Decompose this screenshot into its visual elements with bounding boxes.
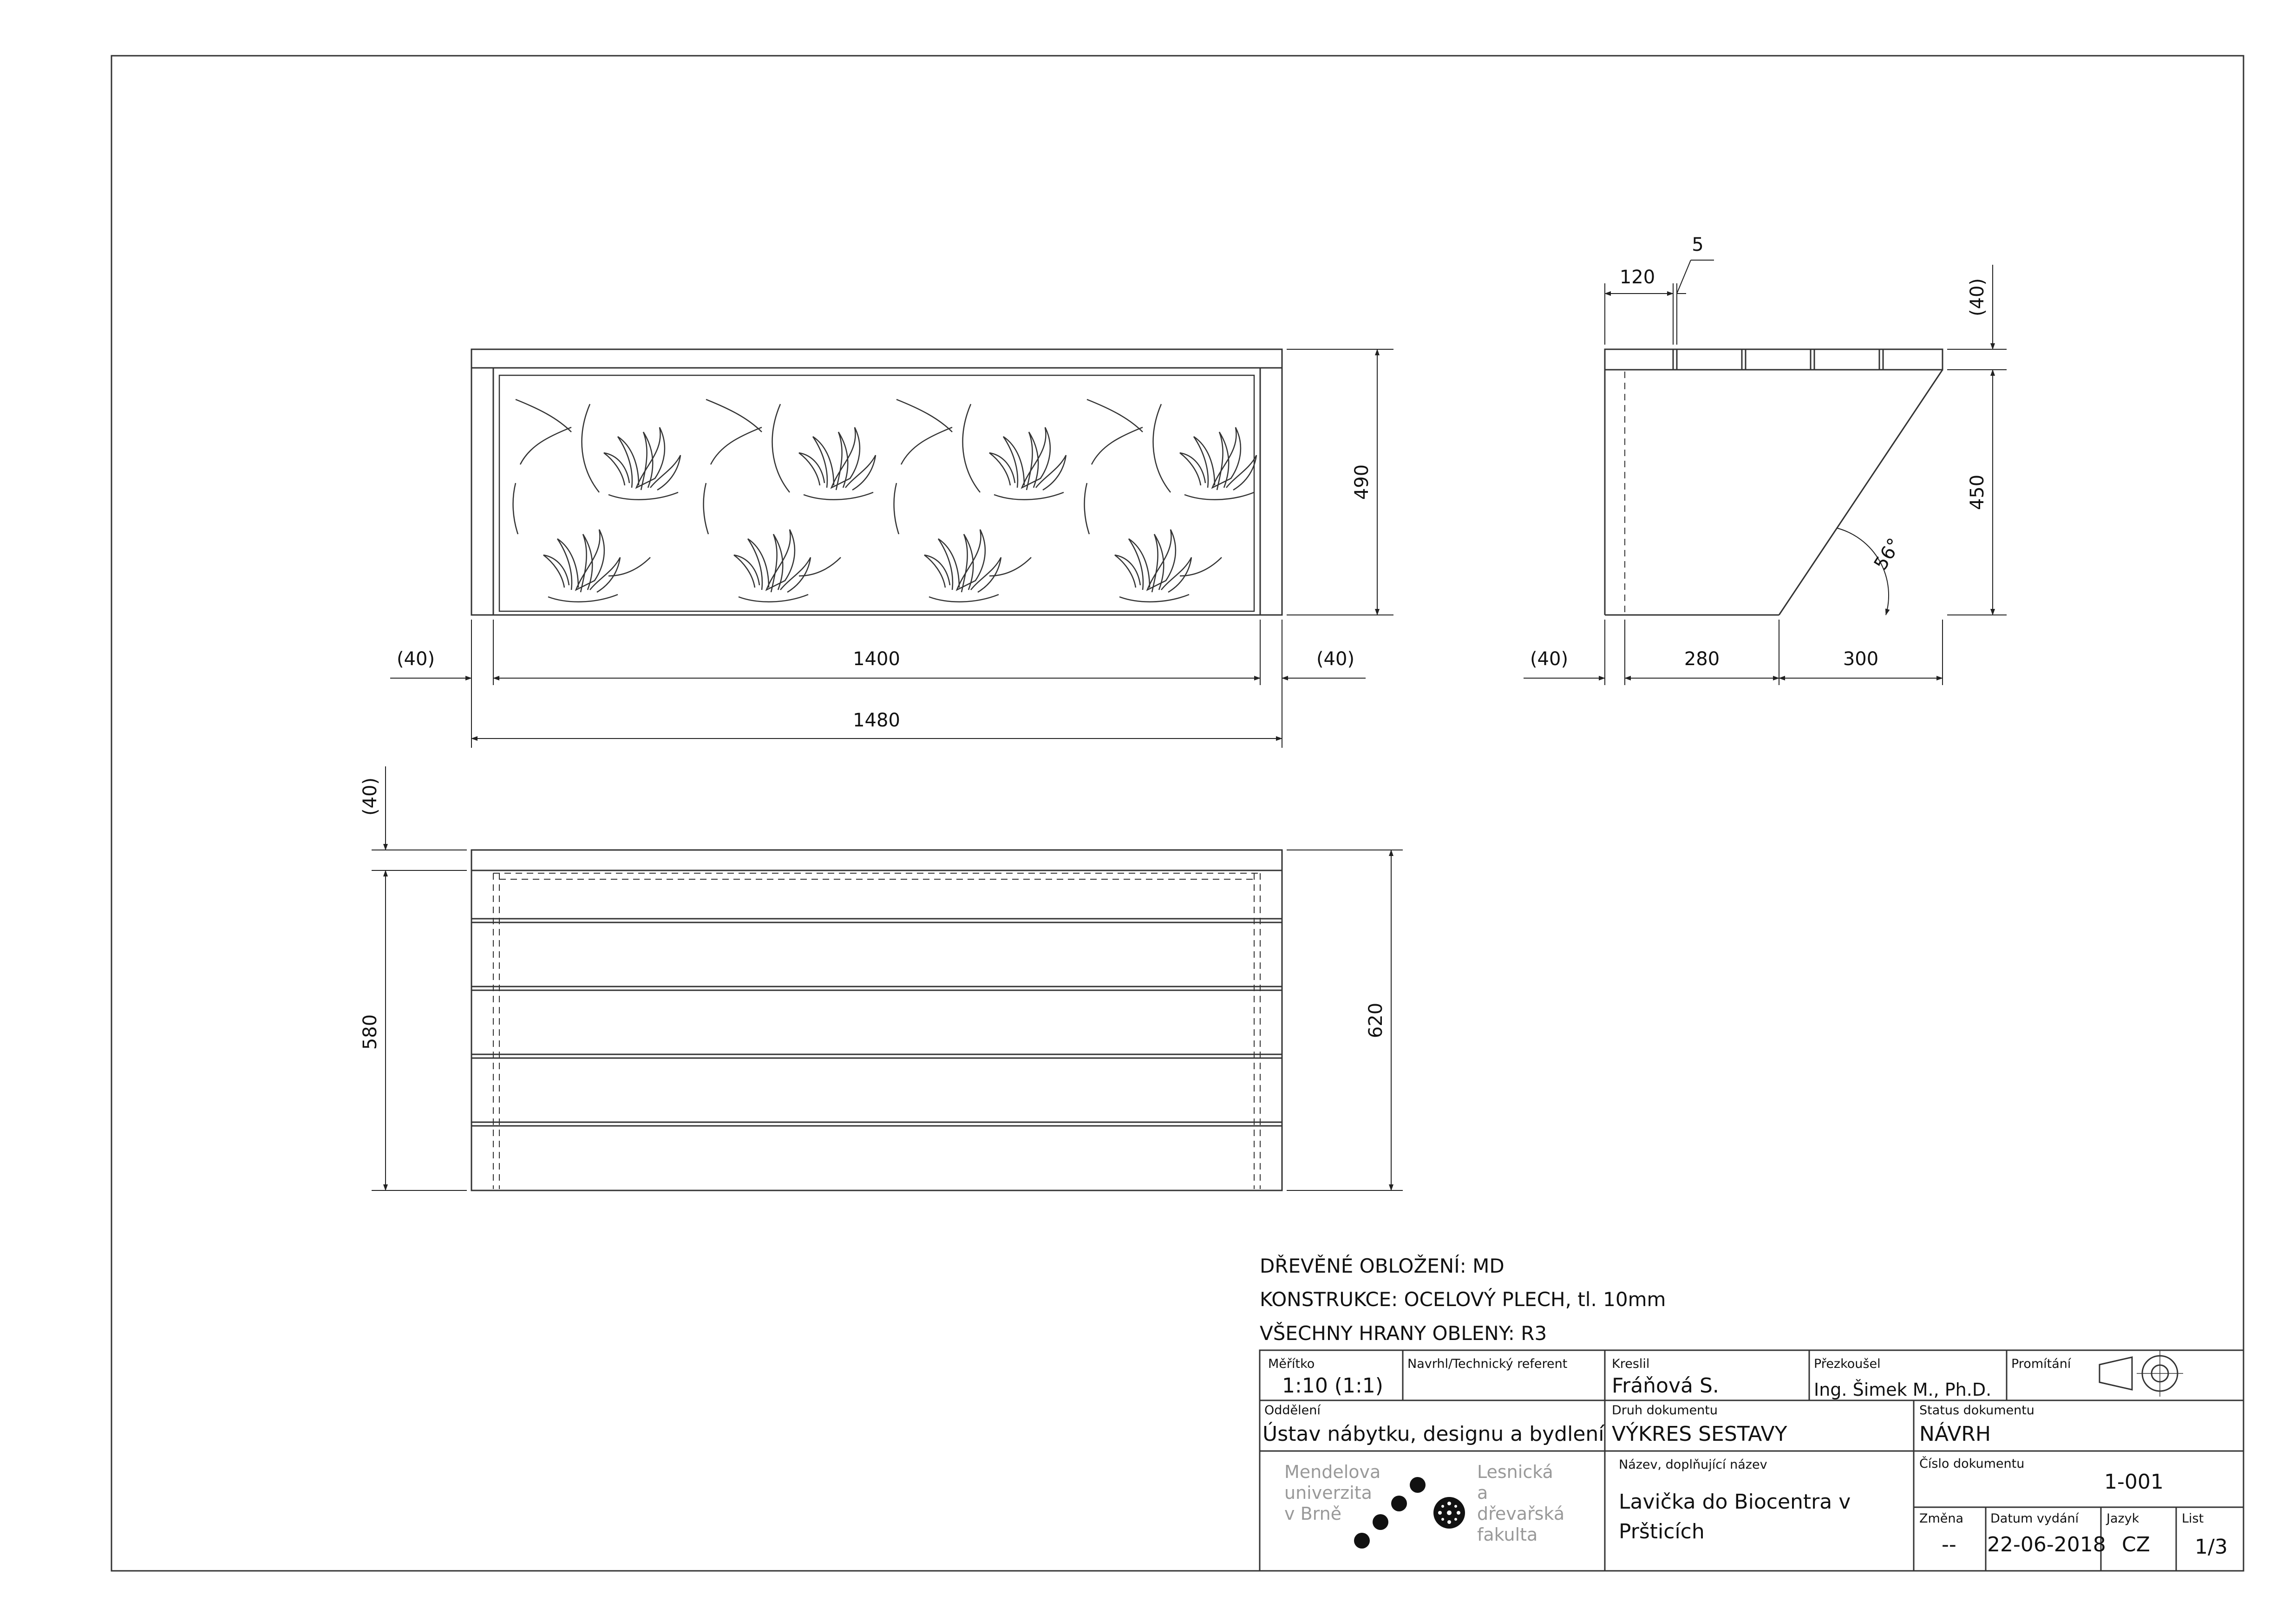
front-dim-total-width: 1480: [853, 710, 900, 731]
tb-checked-label: Přezkoušel: [1814, 1357, 1881, 1371]
front-dim-left-offset: (40): [397, 648, 435, 670]
front-dim-height: 490: [1351, 464, 1373, 500]
side-dim-slat: 120: [1620, 267, 1655, 288]
front-dim-right-offset: (40): [1316, 648, 1354, 670]
side-dimensions: [1524, 260, 2007, 685]
leaf-pattern: [512, 399, 1257, 603]
tb-sheet-label: List: [2182, 1511, 2204, 1526]
university-logo: Mendelova univerzita v Brně Lesnická a d…: [1284, 1462, 1564, 1549]
front-panel: [498, 374, 1255, 612]
tb-lang-label: Jazyk: [2106, 1511, 2139, 1526]
tb-scale-label: Měřítko: [1268, 1357, 1315, 1371]
front-dim-inner-width: 1400: [853, 648, 900, 670]
tb-drawn-label: Kreslil: [1612, 1357, 1649, 1371]
note-wood-cladding: DŘEVĚNÉ OBLOŽENÍ: MD: [1260, 1254, 1505, 1277]
title-block: [1259, 1349, 2244, 1572]
front-dimensions: [390, 349, 1393, 748]
side-view: [1604, 348, 1943, 616]
side-dim-top-thickness: (40): [1967, 278, 1988, 316]
side-dim-angle: 56°: [1870, 535, 1906, 574]
logo-right-line2: a: [1477, 1483, 1488, 1503]
logo-right-line3: dřevařská: [1477, 1503, 1564, 1524]
tb-projection-label: Promítání: [2011, 1357, 2072, 1371]
logo-left-line1: Mendelova: [1284, 1462, 1380, 1482]
side-dim-height: 450: [1967, 475, 1988, 510]
bottom-dim-inner-height: 580: [360, 1014, 381, 1050]
tb-change-value: --: [1942, 1533, 1956, 1556]
note-construction: KONSTRUKCE: OCELOVÝ PLECH, tl. 10mm: [1260, 1288, 1666, 1311]
bottom-view: [471, 849, 1283, 1191]
tb-doctype-value: VÝKRES SESTAVY: [1612, 1421, 1787, 1446]
side-dim-base: 280: [1684, 648, 1720, 670]
logo-right-line1: Lesnická: [1477, 1462, 1553, 1482]
front-view: [471, 348, 1283, 616]
tb-drawn-value: Fráňová S.: [1612, 1374, 1719, 1398]
tb-checked-value: Ing. Šimek M., Ph.D.: [1814, 1379, 1991, 1400]
side-dim-slope: 300: [1843, 648, 1878, 670]
logo-left-line2: univerzita: [1284, 1483, 1372, 1503]
tb-title-line1: Lavička do Biocentra v: [1619, 1490, 1851, 1514]
bottom-dim-top-thickness: (40): [360, 778, 381, 816]
tb-lang-value: CZ: [2122, 1533, 2150, 1556]
tb-department-label: Oddělení: [1264, 1403, 1321, 1418]
tb-sheet-value: 1/3: [2195, 1535, 2228, 1559]
side-dim-left-offset: (40): [1530, 648, 1568, 670]
tb-title-line2: Pršticích: [1619, 1520, 1705, 1543]
note-edges: VŠECHNY HRANY OBLENY: R3: [1260, 1321, 1547, 1345]
tb-docnum-value: 1-001: [2104, 1470, 2164, 1494]
side-dim-gap: 5: [1692, 234, 1703, 255]
bottom-dimensions: [372, 766, 1403, 1191]
tb-scale-value: 1:10 (1:1): [1282, 1374, 1383, 1398]
tb-docnum-label: Číslo dokumentu: [1919, 1456, 2024, 1471]
tb-status-label: Status dokumentu: [1919, 1403, 2034, 1418]
tb-doctype-label: Druh dokumentu: [1612, 1403, 1718, 1418]
tb-designer-label: Navrhl/Technický referent: [1407, 1357, 1567, 1371]
sheet-border: [111, 55, 2244, 1572]
projection-symbol-icon: [2099, 1350, 2183, 1397]
tb-title-label: Název, doplňující název: [1619, 1458, 1767, 1472]
tb-date-value: 22-06-2018: [1987, 1533, 2106, 1556]
tb-change-label: Změna: [1919, 1511, 1963, 1526]
faculty-emblem-icon: [1433, 1497, 1465, 1529]
front-outer: [471, 348, 1283, 616]
logo-left-line3: v Brně: [1284, 1503, 1341, 1524]
logo-right-line4: fakulta: [1477, 1524, 1537, 1545]
tb-status-value: NÁVRH: [1919, 1421, 1991, 1446]
tb-date-label: Datum vydání: [1990, 1511, 2080, 1526]
tb-department-value: Ústav nábytku, designu a bydlení: [1262, 1421, 1605, 1446]
bottom-dim-total-height: 620: [1365, 1003, 1387, 1038]
